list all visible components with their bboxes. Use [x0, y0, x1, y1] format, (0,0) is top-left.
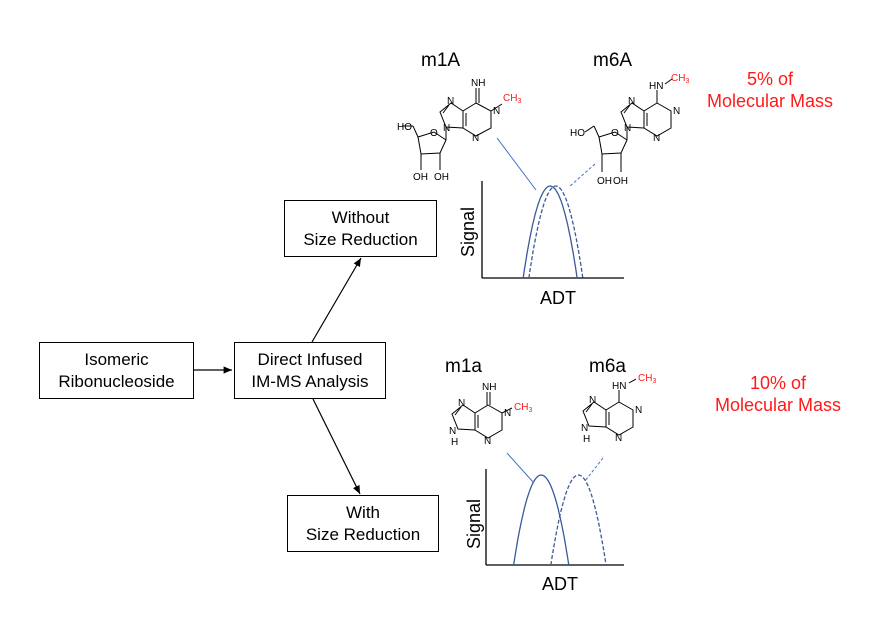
- svg-text:HN: HN: [612, 381, 626, 392]
- peak-m6a: [550, 474, 607, 566]
- svg-text:OH: OH: [434, 172, 449, 183]
- svg-text:N: N: [447, 96, 454, 107]
- m6A-atom-labels: HN N N N N O HO OH OH CH3: [570, 73, 689, 187]
- m1A-structure: [402, 88, 503, 170]
- svg-text:CH3: CH3: [638, 373, 656, 385]
- svg-text:N: N: [673, 106, 680, 117]
- svg-text:O: O: [611, 128, 619, 139]
- top-y-axis-label: Signal: [458, 206, 478, 257]
- svg-text:NH: NH: [471, 78, 485, 89]
- svg-text:CH3: CH3: [514, 402, 532, 414]
- top-plot-peaks: [522, 185, 584, 279]
- svg-text:N: N: [493, 106, 500, 117]
- peak-m1a: [512, 474, 570, 566]
- svg-text:HN: HN: [649, 81, 663, 92]
- mass-note-line-1: 5% of: [746, 69, 794, 89]
- mass-note-line-1: 10% of: [749, 373, 807, 393]
- svg-text:HO: HO: [397, 122, 412, 133]
- svg-text:O: O: [430, 128, 438, 139]
- svg-text:N: N: [615, 433, 622, 444]
- connector-m1A-to-peak: [496, 137, 537, 191]
- box-line-2: Size Reduction: [305, 524, 421, 544]
- svg-text:N: N: [589, 395, 596, 406]
- peak-m6A: [528, 185, 584, 279]
- box-line-2: Ribonucleoside: [58, 371, 175, 391]
- box-line-1: Direct Infused: [257, 349, 363, 369]
- svg-text:CH3: CH3: [671, 73, 689, 85]
- top-mass-note: 5% of Molecular Mass: [700, 68, 840, 112]
- svg-text:N: N: [504, 408, 511, 419]
- svg-text:H: H: [583, 434, 590, 445]
- svg-text:N: N: [443, 123, 450, 134]
- arrow-analysis-to-with: [312, 398, 361, 495]
- box-line-1: Isomeric: [84, 349, 149, 369]
- m6a-label: m6a: [589, 356, 626, 377]
- svg-text:N: N: [635, 405, 642, 416]
- box-line-1: Without: [331, 207, 390, 227]
- bottom-plot-axes: [485, 469, 624, 566]
- box-line-2: Size Reduction: [303, 229, 418, 249]
- m1a-label: m1a: [445, 356, 482, 377]
- connector-m6a-to-peak: [584, 457, 604, 482]
- top-plot-axes: [481, 181, 624, 279]
- svg-text:N: N: [581, 423, 588, 434]
- bottom-y-axis-label: Signal: [464, 498, 484, 549]
- without-size-reduction-box: Without Size Reduction: [284, 200, 437, 257]
- top-x-axis-label: ADT: [540, 288, 576, 308]
- svg-text:OH: OH: [597, 176, 612, 187]
- box-line-2: IM-MS Analysis: [251, 371, 369, 391]
- mass-note-line-2: Molecular Mass: [714, 395, 842, 415]
- bottom-x-axis-label: ADT: [542, 574, 578, 594]
- connector-m6A-to-peak: [568, 163, 596, 188]
- bottom-mass-note: 10% of Molecular Mass: [708, 372, 848, 416]
- m6a-atom-labels: HN N N N H N CH3: [581, 373, 656, 445]
- svg-text:N: N: [449, 426, 456, 437]
- svg-text:CH3: CH3: [503, 93, 521, 105]
- m1A-atom-labels: NH N N N N O HO OH OH CH3: [397, 78, 521, 183]
- peak-m1A: [522, 185, 578, 279]
- m1A-label: m1A: [421, 50, 461, 71]
- mass-note-line-2: Molecular Mass: [706, 91, 834, 111]
- svg-text:OH: OH: [613, 176, 628, 187]
- svg-text:N: N: [458, 398, 465, 409]
- bottom-plot-peaks: [512, 474, 607, 566]
- direct-infused-analysis-box: Direct Infused IM-MS Analysis: [234, 342, 386, 399]
- m6A-label: m6A: [593, 50, 633, 71]
- isomeric-ribonucleoside-box: Isomeric Ribonucleoside: [39, 342, 194, 399]
- m1a-atom-labels: NH N N N H N CH3: [449, 382, 532, 448]
- m6A-structure: [584, 78, 673, 172]
- svg-text:OH: OH: [413, 172, 428, 183]
- svg-text:NH: NH: [482, 382, 496, 393]
- svg-text:N: N: [653, 133, 660, 144]
- arrow-analysis-to-without: [311, 257, 362, 343]
- m6a-structure: [582, 378, 637, 436]
- box-line-1: With: [346, 502, 380, 522]
- m1a-structure: [451, 392, 513, 439]
- connector-m1a-to-peak: [506, 452, 534, 483]
- svg-text:H: H: [451, 437, 458, 448]
- svg-text:N: N: [628, 96, 635, 107]
- svg-text:N: N: [472, 133, 479, 144]
- svg-text:HO: HO: [570, 128, 585, 139]
- svg-text:N: N: [624, 123, 631, 134]
- with-size-reduction-box: With Size Reduction: [287, 495, 439, 552]
- svg-text:N: N: [484, 436, 491, 447]
